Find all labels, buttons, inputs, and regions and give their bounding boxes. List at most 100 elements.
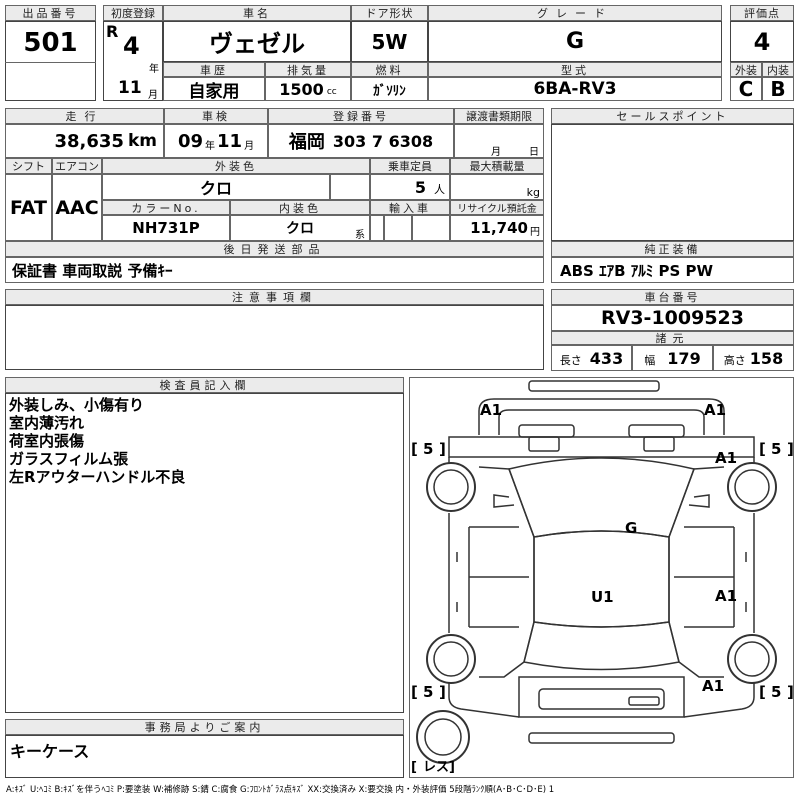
year-unit: 年 [149,64,159,75]
equipment-value: ABS ｴｱB ｱﾙﾐ PS PW [551,257,794,283]
score-box [730,21,794,62]
lot-no-label: 出品番号 [5,5,96,21]
aircon-label: エアコン [52,158,102,174]
int-color-cell: クロ 系 [230,215,370,241]
interior-value: B [762,77,794,101]
svg-text:]: ] [439,440,446,458]
displacement-value: 1500 [279,79,324,99]
specs-label: 諸元 [551,331,794,345]
score-value: 4 [753,27,771,56]
equipment-label: 純正装備 [551,241,794,257]
max-load-cell: kg [450,174,544,200]
capacity-label: 乗車定員 [370,158,450,174]
inspection-label: 車検 [164,108,268,124]
import-cell-a [370,215,384,241]
ext-color-value: クロ [102,174,330,200]
lot-divider [5,62,96,63]
transfer-cell: 月 日 [454,124,544,158]
mark-windshield: G [625,519,637,537]
reg-no-label: 登録番号 [268,108,454,124]
door-value: 5W [371,29,408,54]
inspector-label: 検査員記入欄 [5,377,404,393]
office-label: 事務局よりご案内 [5,719,404,735]
caution-box [5,305,544,370]
import-cell-c [412,215,450,241]
color-no-label: カラーNo. [102,200,230,215]
width-value: 179 [667,348,701,368]
month-unit: 月 [148,90,158,101]
first-reg-box [103,21,163,101]
mark-front-left: A1 [480,401,502,419]
inspector-note: 室内薄汚れ [9,414,85,432]
kg-unit: kg [526,186,540,199]
tire-front-left-value: 5 [423,440,433,458]
width-label: 幅 [644,353,656,367]
inspector-note: 外装しみ、小傷有り [9,396,145,414]
svg-text:[: [ [411,683,418,701]
recycle-label: リサイクル預託金 [450,200,544,215]
exterior-value: C [730,77,762,101]
mileage-cell: 38,635 km [5,124,164,158]
recycle-value: 11,740 [470,219,528,237]
mark-right-rear-door: A1 [715,587,737,605]
lot-no-box [5,21,96,101]
door-label: ドア形状 [351,5,428,21]
height-cell: 高さ 158 [713,345,794,371]
grade-box [428,21,722,62]
mileage-value: 38,635 [54,130,124,152]
year-value: 4 [123,32,140,60]
yen-unit: 円 [530,226,540,238]
grade-label: グレード [428,5,722,21]
insp-year-unit: 年 [205,140,215,152]
height-value: 158 [749,348,784,368]
ext-color-extra [330,174,370,200]
insp-month-unit: 月 [244,140,255,152]
era-value: R [106,22,119,41]
cc-unit: cc [326,87,337,97]
svg-text:]: ] [449,760,455,775]
aircon-value: AAC [52,174,102,241]
svg-text:]: ] [439,683,446,701]
length-cell: 長さ 433 [551,345,632,371]
caution-label: 注意事項欄 [5,289,544,305]
length-label: 長さ [559,353,582,367]
chassis-value: RV3-1009523 [551,305,794,331]
tire-front-left: [ [411,440,418,458]
mileage-label: 走行 [5,108,164,124]
displacement-label: 排気量 [265,62,351,77]
accessories-value: 保証書 車両取説 予備ｷｰ [5,257,544,283]
transfer-label: 譲渡書類期限 [454,108,544,124]
mark-roof: U1 [591,588,614,606]
car-name-value: ヴェゼル [209,30,305,58]
tire-front-right-value: 5 [771,440,781,458]
fuel-label: 燃料 [351,62,428,77]
inspector-note: 左Rアウターハンドル不良 [9,468,186,486]
office-note: キーケース [10,742,90,761]
reg-no-cell: 福岡 303 7 6308 [268,124,454,158]
capacity-cell: 5 人 [370,174,450,200]
legend-text: A:ｷｽﾞ U:ﾍｺﾐ B:ｷｽﾞを伴うﾍｺﾐ P:要塗装 W:補修跡 S:錆 … [6,785,555,795]
int-color-value: クロ [286,221,314,237]
transfer-day-unit: 日 [529,147,539,158]
sales-point-box [551,124,794,241]
inspector-notes: 外装しみ、小傷有り 室内薄汚れ 荷室内張傷 ガラスフィルム張 左Rアウターハンド… [9,396,185,486]
history-value: 自家用 [163,77,265,102]
capacity-value: 5 [414,177,426,197]
model-label: 型式 [428,62,722,77]
mark-front-right: A1 [704,401,726,419]
reg-area-value: 福岡 [288,132,325,153]
tire-rear-left-value: 5 [423,683,433,701]
model-value: 6BA-RV3 [428,77,722,101]
svg-text:]: ] [787,683,794,701]
length-value: 433 [589,348,624,368]
inspector-box [5,393,404,713]
svg-text:]: ] [787,440,794,458]
km-unit: km [127,131,157,151]
svg-text:[: [ [759,683,766,701]
interior-label: 内装 [762,62,794,77]
mark-rear-right: A1 [702,677,724,695]
tire-rear-right-value: 5 [771,683,781,701]
mark-right-front-fender: A1 [715,449,737,467]
transfer-month-unit: 月 [491,147,501,158]
sales-point-label: セールスポイント [551,108,794,124]
